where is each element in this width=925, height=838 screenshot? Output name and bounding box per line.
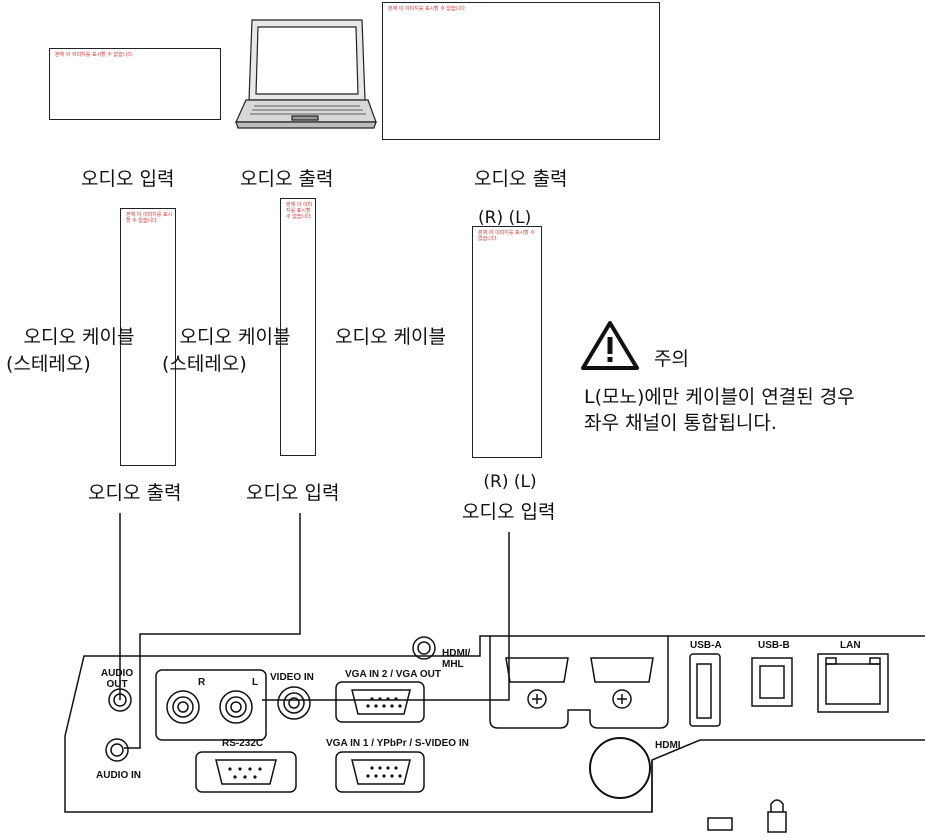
top-audio-out-laptop-label: 오디오 출력 [240,168,334,190]
top-audio-out-right-label: 오디오 출력 [474,168,568,190]
image-placeholder-note: 본체 이 이미지를 표시할 수 없습니다. [286,202,313,220]
r-port-label: R [198,677,206,688]
rs232c-port-label: RS-232C [222,738,264,749]
hdmi-port-label: HDMI [655,740,681,751]
cable-stereo-label-2: 오디오 케이블 (스테레오) [160,322,310,376]
audio-in-port-label: AUDIO IN [96,770,141,781]
rl-top-label: (R) (L) [478,208,532,228]
usb-b-port-label: USB-B [758,640,790,651]
cable-stereo-2-line1: 오디오 케이블 [179,326,291,348]
hdmi-mhl-port-label: HDMI/ MHL [442,648,471,670]
video-in-port-label: VIDEO IN [270,672,314,683]
projector-device-box: 본체 이 이미지를 표시할 수 없습니다. [382,2,660,140]
caution-line2: 좌우 채널이 통합됩니다. [584,412,777,434]
image-placeholder-note: 본체 이 이미지를 표시할 수 없습니다. [388,6,467,12]
usb-a-port-label: USB-A [690,640,722,651]
bottom-audio-in-label: 오디오 입력 [246,482,340,504]
caution-title: 주의 [654,348,689,370]
vga-in2-port-label: VGA IN 2 / VGA OUT [345,669,441,680]
cable-stereo-1-line2: (스테레오) [6,353,91,375]
audio-source-device-box: 본체 이 이미지를 표시할 수 없습니다. [49,48,221,120]
top-audio-in-label: 오디오 입력 [81,168,175,190]
vga-in1-port-label: VGA IN 1 / YPbPr / S-VIDEO IN [326,738,469,749]
cable-stereo-label-1: 오디오 케이블 (스테레오) [4,322,154,376]
image-placeholder-note: 본체 이 이미지를 표시할 수 없습니다. [126,212,173,224]
cable-stereo-1-line1: 오디오 케이블 [23,326,135,348]
audio-out-port-label: AUDIO OUT [100,668,134,690]
lan-port-label: LAN [840,640,861,651]
bottom-audio-in-right-label: 오디오 입력 [462,501,556,523]
cable-stereo-2-line2: (스테레오) [162,353,247,375]
cable-image-box-right: 본체 이 이미지를 표시할 수 없습니다. [472,226,542,458]
cable-image-box-mid: 본체 이 이미지를 표시할 수 없습니다. [280,198,316,456]
image-placeholder-note: 본체 이 이미지를 표시할 수 없습니다. [478,230,535,242]
bottom-rl-label: (R) (L) [483,472,537,492]
image-placeholder-note: 본체 이 이미지를 표시할 수 없습니다. [55,52,134,58]
caution-line1: L(모노)에만 케이블이 연결된 경우 [584,386,855,408]
cable-image-box-left: 본체 이 이미지를 표시할 수 없습니다. [120,208,176,466]
bottom-audio-out-label: 오디오 출력 [88,482,182,504]
cable-3-label: 오디오 케이블 [335,326,446,348]
l-port-label: L [252,677,259,688]
